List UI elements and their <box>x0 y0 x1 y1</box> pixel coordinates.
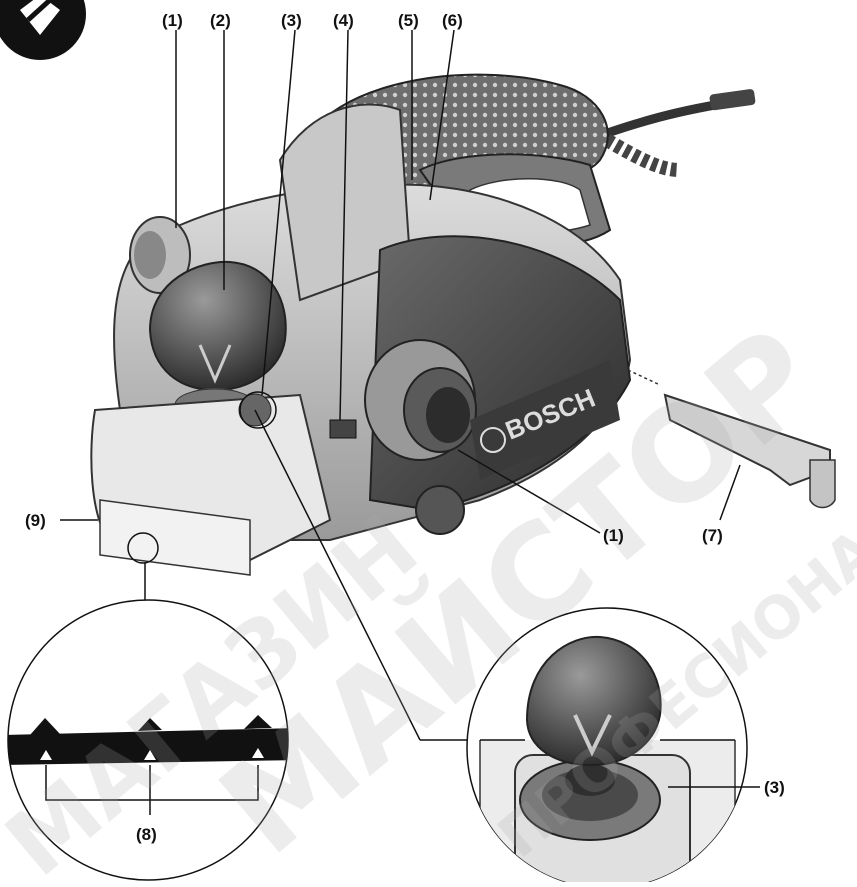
detail-marker-knob <box>239 391 277 429</box>
chip-ejector-left <box>129 216 191 294</box>
leader-lines <box>60 29 741 741</box>
leader-6 <box>429 29 455 201</box>
leader-4 <box>339 29 349 421</box>
chip-ejector-right <box>364 339 477 461</box>
detail-link-right <box>254 409 421 741</box>
callout-7: (7) <box>702 526 723 545</box>
leader-1-bottom <box>457 449 601 534</box>
detail-circle-knob <box>466 607 760 887</box>
front-base <box>90 393 332 576</box>
detail-marker-groove <box>127 532 159 564</box>
callout-3-detail: (3) <box>764 778 785 797</box>
callout-6: (6) <box>442 11 463 30</box>
callout-5: (5) <box>398 11 419 30</box>
callout-1-top: (1) <box>162 11 183 30</box>
tool-logo-icon <box>0 0 86 60</box>
lock-off-button <box>329 419 357 439</box>
callout-2: (2) <box>210 11 231 30</box>
parking-shoe <box>627 369 836 509</box>
detail-circle-grooves <box>7 599 289 881</box>
leader-7 <box>719 464 741 521</box>
leader-3 <box>261 29 296 396</box>
callout-4: (4) <box>333 11 354 30</box>
callout-3-top: (3) <box>281 11 302 30</box>
callout-1-bottom: (1) <box>603 526 624 545</box>
callout-9: (9) <box>25 511 46 530</box>
callout-8: (8) <box>136 825 157 844</box>
